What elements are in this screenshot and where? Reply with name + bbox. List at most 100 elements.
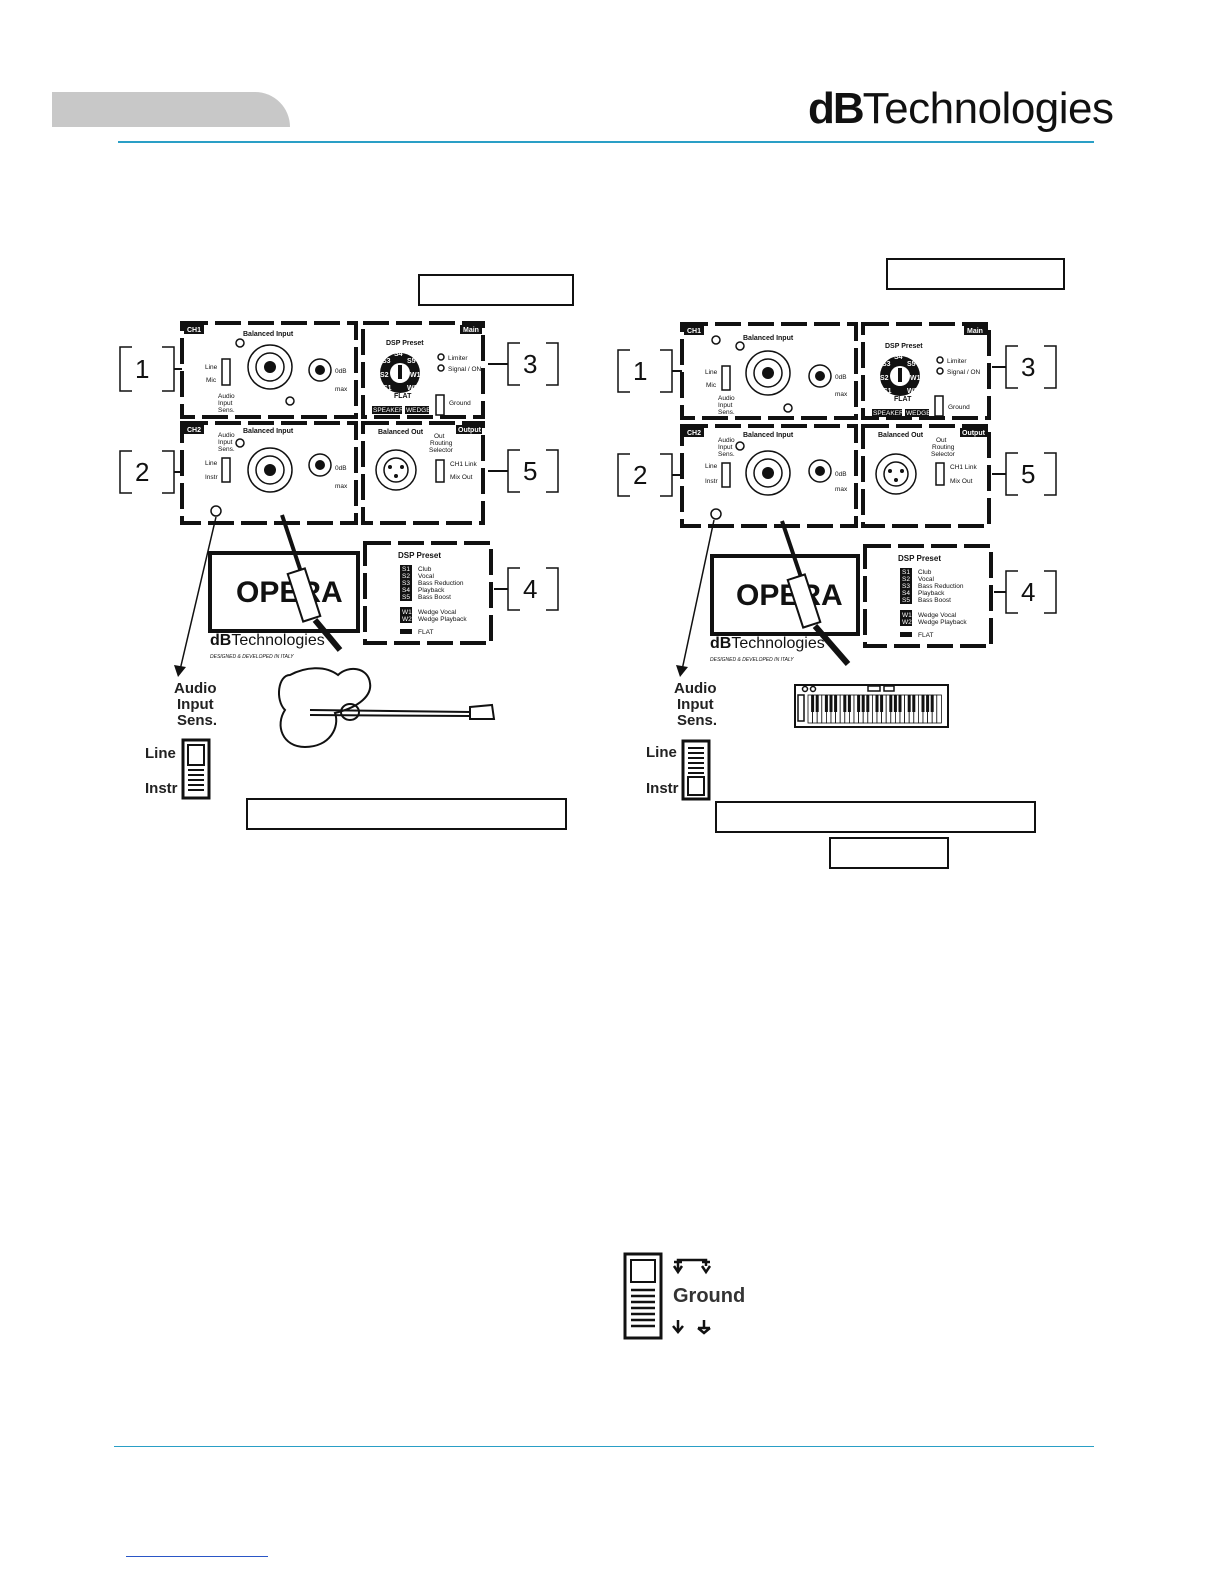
ground-switch-detail: Ground: [623, 1252, 745, 1340]
svg-text:DESIGNED & DEVELOPED IN ITALY: DESIGNED & DEVELOPED IN ITALY: [210, 654, 294, 660]
svg-text:0dB: 0dB: [835, 471, 847, 478]
svg-text:Playback: Playback: [418, 587, 445, 594]
svg-text:S1: S1: [902, 569, 910, 576]
combo-jack-ch2[interactable]: [247, 447, 293, 493]
svg-text:4: 4: [523, 574, 537, 604]
combo-jack-ch2[interactable]: [745, 450, 791, 496]
caption-box-right-bottom: [715, 801, 1036, 833]
svg-text:0dB: 0dB: [835, 374, 847, 381]
svg-text:W1: W1: [910, 375, 921, 382]
svg-text:W1: W1: [410, 372, 421, 379]
callout-2: 2: [119, 450, 182, 494]
svg-text:Line: Line: [646, 744, 677, 761]
ground-switch[interactable]: [435, 394, 445, 416]
sens-label: Sens.: [218, 407, 235, 414]
svg-text:W2: W2: [402, 616, 412, 623]
svg-text:0dB: 0dB: [335, 465, 347, 472]
caption-box-left-bottom: [246, 798, 567, 830]
black-key: [843, 695, 847, 712]
audio-label: Audio: [218, 393, 235, 400]
out-routing-switch[interactable]: [935, 462, 945, 486]
panel-figure-left: CH1 Balanced Input 0dB max Line Mic Audi…: [119, 321, 559, 800]
black-key: [930, 695, 934, 712]
gain-knob-ch1[interactable]: [308, 358, 332, 382]
footer-rule: [114, 1446, 1094, 1447]
odb-label: 0dB: [335, 368, 347, 375]
svg-text:S4: S4: [894, 354, 903, 361]
callout-5: 5: [488, 449, 559, 493]
callout-2: 2: [617, 453, 682, 497]
svg-text:W1: W1: [402, 609, 412, 616]
svg-text:S1: S1: [383, 385, 392, 392]
svg-text:Input: Input: [218, 439, 233, 446]
black-key: [829, 695, 833, 712]
svg-text:Playback: Playback: [918, 590, 945, 597]
signal-led: [437, 364, 445, 372]
output-section: [861, 424, 991, 528]
dsp-preset-label: DSP Preset: [386, 340, 424, 347]
svg-text:max: max: [835, 391, 848, 398]
svg-text:S5: S5: [402, 594, 410, 601]
ch1-label: CH1: [187, 327, 201, 334]
input-label: Input: [218, 400, 233, 407]
ground-switch[interactable]: [934, 395, 944, 417]
mix-out-label: Mix Out: [450, 474, 473, 481]
svg-text:S2: S2: [902, 576, 910, 583]
opera-nameplate: [710, 554, 860, 636]
svg-text:Mix Out: Mix Out: [950, 478, 973, 485]
black-key: [912, 695, 916, 712]
svg-text:S2: S2: [880, 375, 889, 382]
svg-text:S3: S3: [902, 583, 910, 590]
svg-text:Audio: Audio: [718, 437, 735, 444]
svg-text:S5: S5: [907, 361, 916, 368]
dsp-legend-section: [863, 544, 993, 648]
wedge-label: WEDGE: [406, 407, 431, 414]
svg-text:DSP Preset: DSP Preset: [898, 554, 941, 563]
svg-text:3: 3: [1021, 352, 1035, 382]
svg-text:S5: S5: [407, 358, 416, 365]
ch2-balanced-input-label: Balanced Input: [243, 428, 294, 435]
combo-jack-ch1[interactable]: [745, 350, 791, 396]
svg-text:max: max: [835, 486, 848, 493]
svg-text:FLAT: FLAT: [894, 396, 912, 403]
svg-text:Input: Input: [718, 444, 733, 451]
svg-text:2: 2: [135, 457, 149, 487]
mic-label: Mic: [206, 377, 217, 384]
combo-jack-ch1[interactable]: [247, 344, 293, 390]
line-instr-switch[interactable]: [721, 462, 731, 488]
svg-text:Instr: Instr: [705, 478, 718, 485]
footer-link-underline[interactable]: [126, 1556, 268, 1557]
svg-text:WEDGE: WEDGE: [906, 410, 931, 417]
line-mic-switch[interactable]: [221, 358, 231, 386]
black-key: [847, 695, 851, 712]
acoustic-guitar-icon: [278, 667, 496, 749]
black-key: [880, 695, 884, 712]
svg-text:Routing: Routing: [932, 444, 955, 451]
gain-knob-ch2[interactable]: [308, 453, 332, 477]
gain-knob-ch1[interactable]: [808, 364, 832, 388]
svg-text:Sens.: Sens.: [718, 451, 735, 458]
line-instr-switch[interactable]: [221, 457, 231, 483]
line-mic-switch[interactable]: [721, 365, 731, 391]
xlr-output-connector[interactable]: [375, 449, 417, 491]
out-routing-switch[interactable]: [435, 459, 445, 483]
speaker-label: SPEAKER: [373, 407, 404, 414]
svg-text:Line: Line: [705, 369, 718, 376]
callout-1: 1: [617, 349, 682, 393]
svg-text:Wedge Playback: Wedge Playback: [418, 616, 467, 623]
svg-text:Out: Out: [936, 437, 947, 444]
svg-text:Vocal: Vocal: [418, 573, 434, 580]
xlr-output-connector[interactable]: [875, 453, 917, 495]
gain-knob-ch2[interactable]: [808, 459, 832, 483]
svg-text:S4: S4: [402, 587, 410, 594]
ground-detail-label: Ground: [673, 1285, 745, 1307]
svg-text:1: 1: [135, 354, 149, 384]
svg-text:DESIGNED & DEVELOPED IN ITALY: DESIGNED & DEVELOPED IN ITALY: [710, 657, 794, 663]
svg-text:Sens.: Sens.: [718, 409, 735, 416]
svg-text:4: 4: [1021, 577, 1035, 607]
svg-text:W2: W2: [902, 619, 912, 626]
header-tab: [52, 92, 290, 127]
svg-text:Ground: Ground: [948, 404, 970, 411]
svg-text:Output: Output: [962, 430, 986, 437]
svg-text:dBTechnologies: dBTechnologies: [710, 635, 825, 652]
